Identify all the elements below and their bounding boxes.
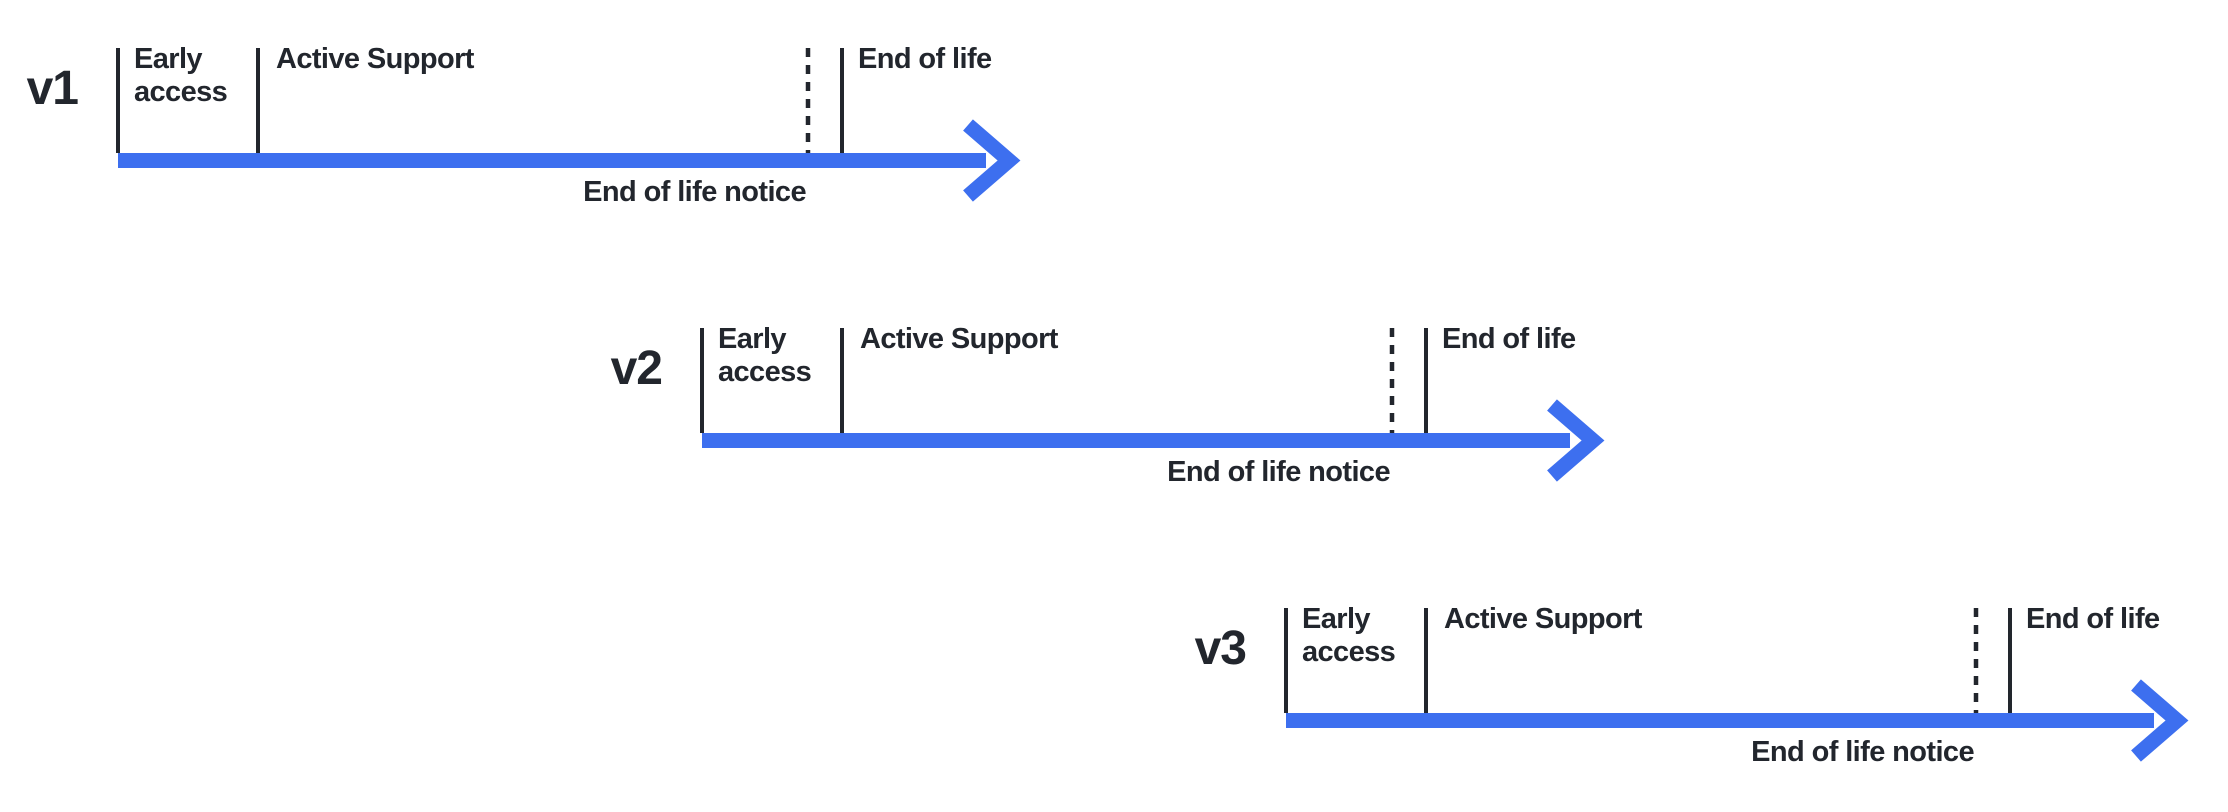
end-of-life-label: End of life	[2026, 603, 2160, 635]
active-support-label: Active Support	[276, 43, 474, 75]
end-of-life-notice-label: End of life notice	[583, 176, 806, 208]
end-of-life-notice-label: End of life notice	[1167, 456, 1390, 488]
timeline-arrow-shaft	[702, 433, 1570, 448]
timeline-arrow-shaft	[1286, 713, 2154, 728]
timeline-arrowhead-icon	[963, 119, 1021, 202]
timeline-arrowhead-icon	[2131, 679, 2189, 762]
active-support-label: Active Support	[860, 323, 1058, 355]
early-access-label: Early access	[1302, 603, 1396, 668]
timeline-v2: v2 Early access Active Support End of li…	[611, 323, 1605, 503]
timeline-v3: v3 Early access Active Support End of li…	[1195, 603, 2189, 783]
timeline-graphic	[1284, 608, 2189, 762]
end-of-life-label: End of life	[858, 43, 992, 75]
version-label: v1	[26, 62, 79, 115]
end-of-life-notice-label: End of life notice	[1751, 736, 1974, 768]
timeline-graphic	[700, 328, 1605, 482]
timeline-graphic	[116, 48, 1021, 202]
version-label: v3	[1194, 622, 1247, 675]
version-label: v2	[610, 342, 663, 395]
early-access-label: Early access	[134, 43, 228, 108]
timeline-v1: v1 Early access Active Support End of li…	[27, 43, 1021, 223]
timeline-arrow-shaft	[118, 153, 986, 168]
active-support-label: Active Support	[1444, 603, 1642, 635]
timeline-arrowhead-icon	[1547, 399, 1605, 482]
end-of-life-label: End of life	[1442, 323, 1576, 355]
early-access-label: Early access	[718, 323, 812, 388]
